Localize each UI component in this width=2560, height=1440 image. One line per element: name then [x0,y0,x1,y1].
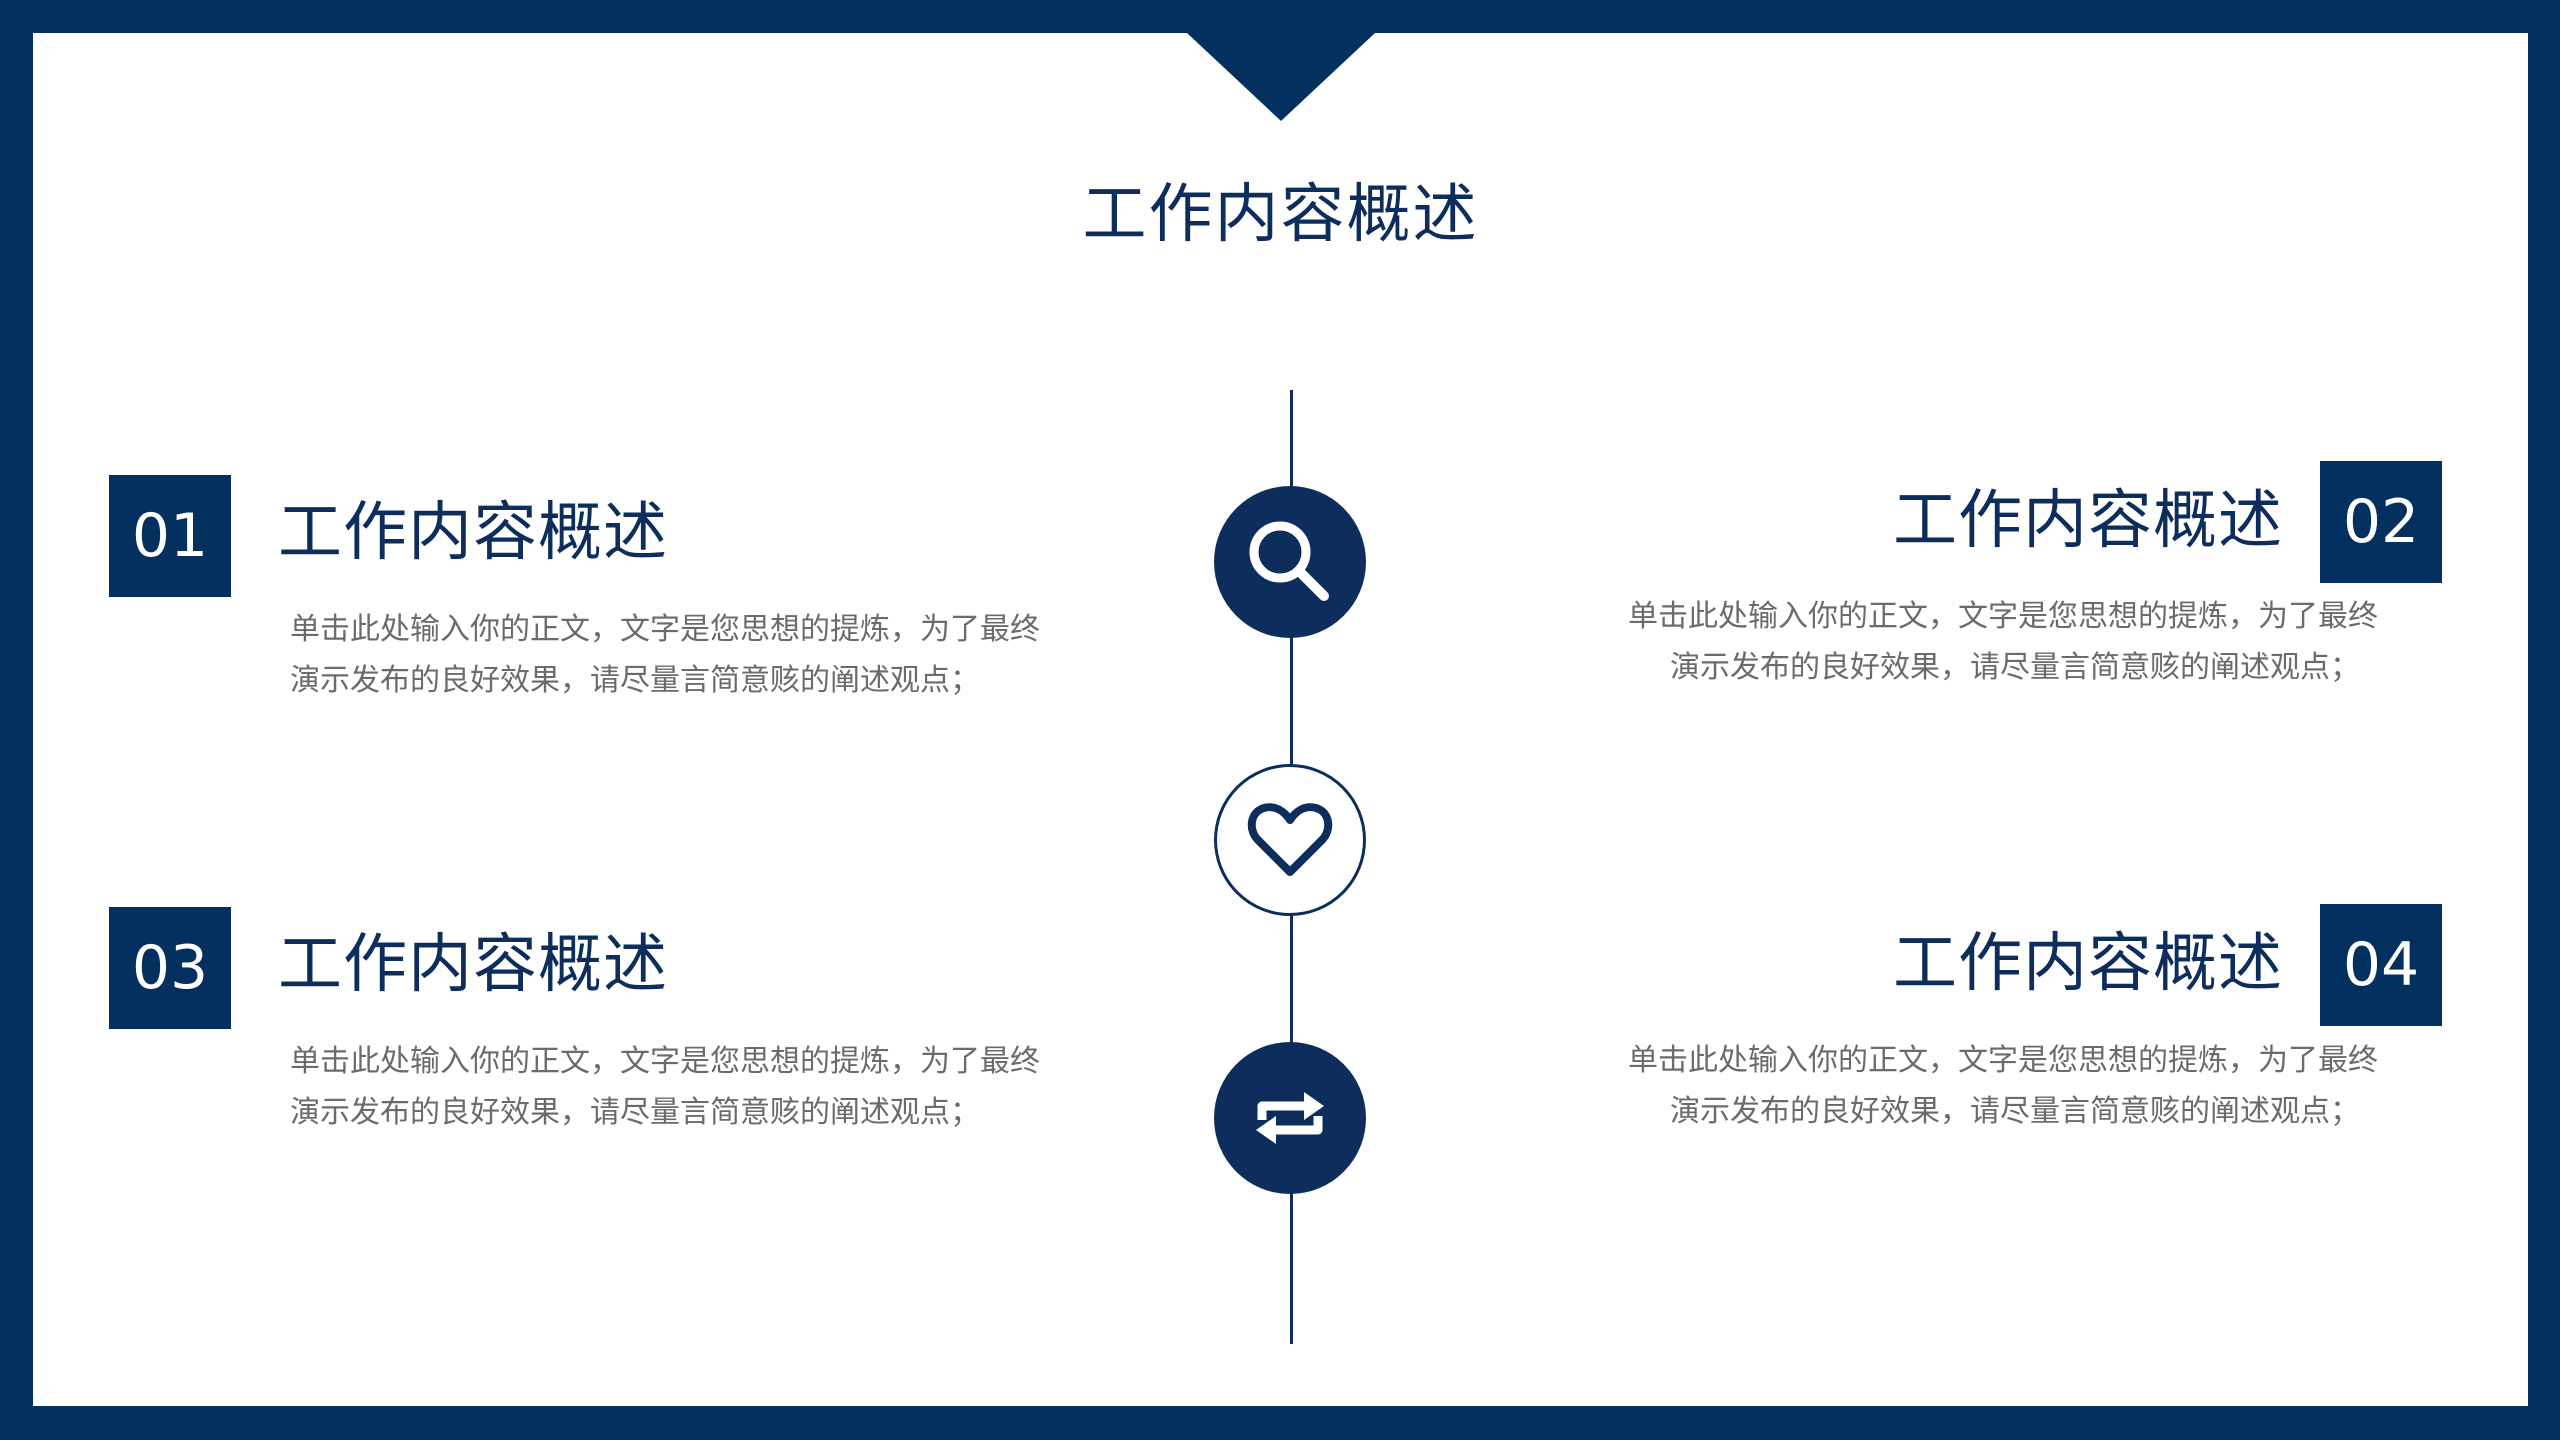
item-description-line: 单击此处输入你的正文，文字是您思想的提炼，为了最终 [290,612,1040,647]
item-description-line: 演示发布的良好效果，请尽量言简意赅的阐述观点； [290,1095,980,1130]
item-description-line: 单击此处输入你的正文，文字是您思想的提炼，为了最终 [1628,599,2378,634]
page-title: 工作内容概述 [1082,178,1479,252]
item-title: 工作内容概述 [1893,484,2283,558]
timeline-node-refresh [1214,1042,1366,1194]
timeline-node-heart [1214,764,1366,916]
item-description-line: 演示发布的良好效果，请尽量言简意赅的阐述观点； [1670,650,2360,685]
item-title: 工作内容概述 [1893,927,2283,1001]
search-icon [1249,521,1329,601]
item-description-line: 单击此处输入你的正文，文字是您思想的提炼，为了最终 [290,1044,1040,1079]
item-description: 单击此处输入你的正文，文字是您思想的提炼，为了最终 演示发布的良好效果，请尽量言… [1628,591,2378,693]
refresh-icon [1256,1092,1324,1144]
item-number-badge: 04 [2320,904,2442,1026]
heart-icon [1247,803,1333,876]
item-number-badge: 01 [109,475,231,597]
item-title: 工作内容概述 [278,496,668,570]
timeline-node-search [1214,486,1366,638]
item-description: 单击此处输入你的正文，文字是您思想的提炼，为了最终 演示发布的良好效果，请尽量言… [290,1036,1040,1138]
slide: 工作内容概述 01 工作内容概述 单击此处输入你的正文，文字是您思想的提炼，为了… [33,33,2528,1406]
top-notch [1187,33,1375,121]
item-description-line: 单击此处输入你的正文，文字是您思想的提炼，为了最终 [1628,1043,2378,1078]
item-number-badge: 02 [2320,461,2442,583]
item-number-badge: 03 [109,907,231,1029]
item-description: 单击此处输入你的正文，文字是您思想的提炼，为了最终 演示发布的良好效果，请尽量言… [290,604,1040,706]
item-title: 工作内容概述 [278,928,668,1002]
item-description: 单击此处输入你的正文，文字是您思想的提炼，为了最终 演示发布的良好效果，请尽量言… [1628,1035,2378,1137]
item-description-line: 演示发布的良好效果，请尽量言简意赅的阐述观点； [290,663,980,698]
item-description-line: 演示发布的良好效果，请尽量言简意赅的阐述观点； [1670,1094,2360,1129]
